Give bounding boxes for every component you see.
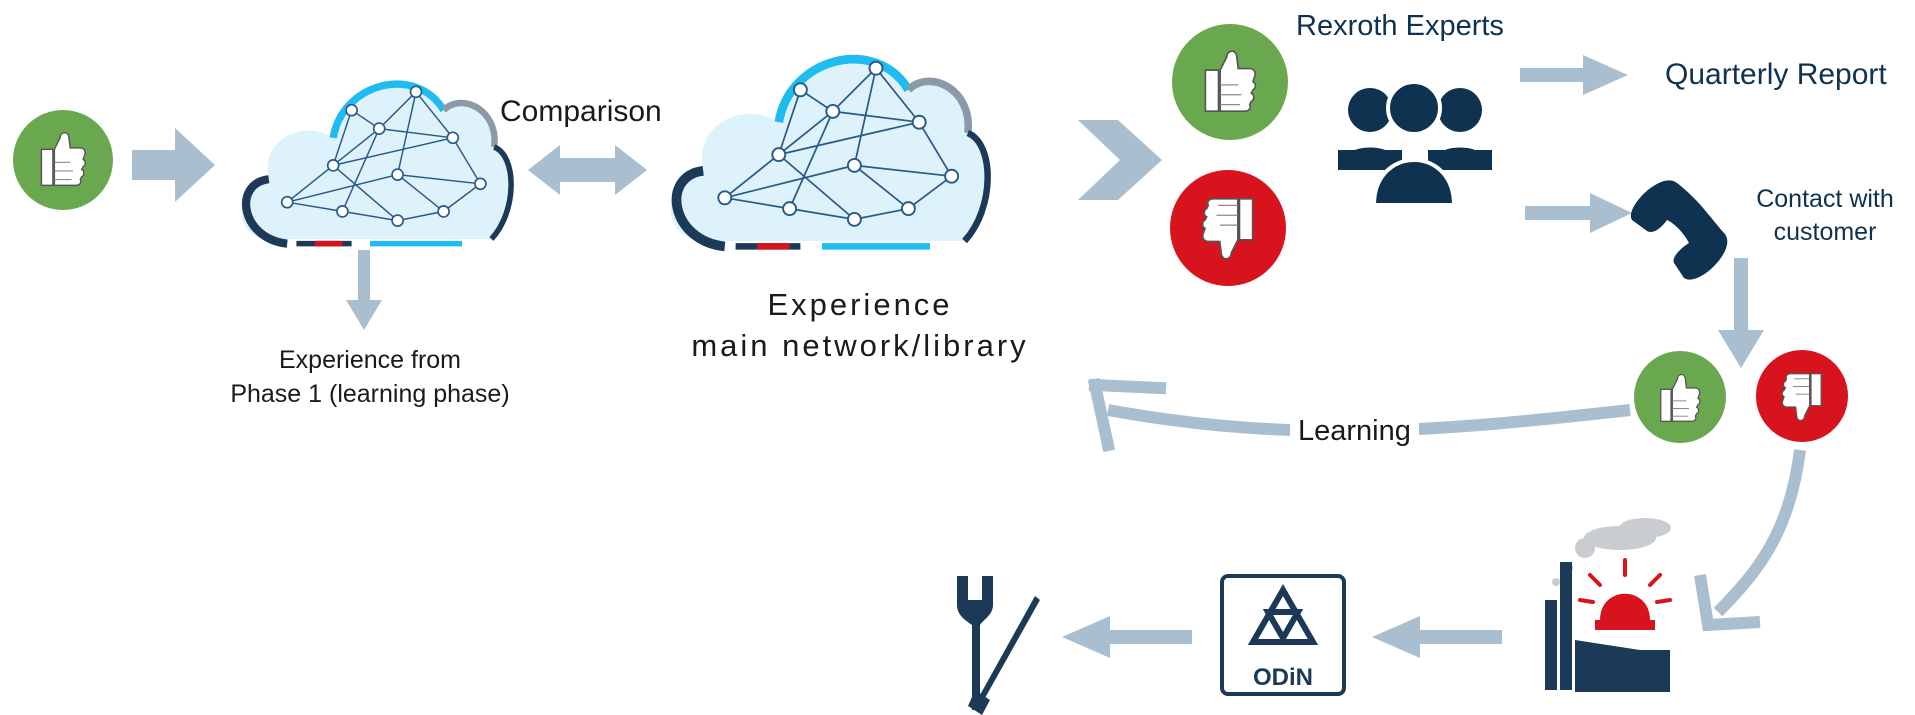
arrow-down-to-phase1-label (346, 250, 382, 330)
thumbs-up-icon (1634, 351, 1726, 443)
main-network-cloud (671, 59, 988, 246)
arrow-to-odin (1372, 616, 1502, 658)
contact-line2: customer (1773, 218, 1877, 246)
experience-phase1-line1: Experience from (278, 346, 462, 374)
experience-phase1-line2: Phase 1 (learning phase) (230, 380, 510, 408)
phone-icon (1630, 180, 1728, 280)
comparison-label: Comparison (500, 95, 662, 128)
arrow-to-factory-alarm (1694, 449, 1806, 632)
quarterly-report-label: Quarterly Report (1665, 58, 1887, 91)
thumbs-down-icon (1170, 170, 1286, 286)
people-group-icon (1338, 80, 1492, 207)
arrow-down-to-verdict (1718, 258, 1764, 368)
phase1-cloud-network (241, 84, 511, 243)
thumbs-up-icon (13, 110, 113, 210)
contact-line1: Contact with (1756, 185, 1894, 213)
arrow-to-quarterly-report (1520, 55, 1628, 95)
thumbs-down-icon (1756, 350, 1848, 442)
factory-alarm-icon (1545, 518, 1672, 692)
arrow-to-tools (1062, 616, 1192, 658)
experience-main-label: Experience main network/library (640, 284, 1080, 366)
comparison-double-arrow (528, 145, 647, 195)
chevron-arrow (1078, 120, 1162, 200)
wrench-screwdriver-icon (957, 576, 1040, 715)
arrow-to-contact (1525, 193, 1632, 233)
experience-main-line1: Experience (767, 287, 953, 322)
experience-main-line2: main network/library (691, 328, 1029, 363)
arrow-to-phase1-cloud (132, 128, 215, 202)
learning-label: Learning (1290, 415, 1419, 448)
thumbs-up-icon (1172, 24, 1288, 140)
experience-phase1-label: Experience from Phase 1 (learning phase) (190, 343, 550, 411)
rexroth-experts-label: Rexroth Experts (1296, 10, 1504, 42)
contact-customer-label: Contact with customer (1730, 183, 1915, 249)
odin-logo-icon: ODiN (1220, 574, 1346, 696)
odin-logo-text: ODiN (1253, 664, 1313, 691)
